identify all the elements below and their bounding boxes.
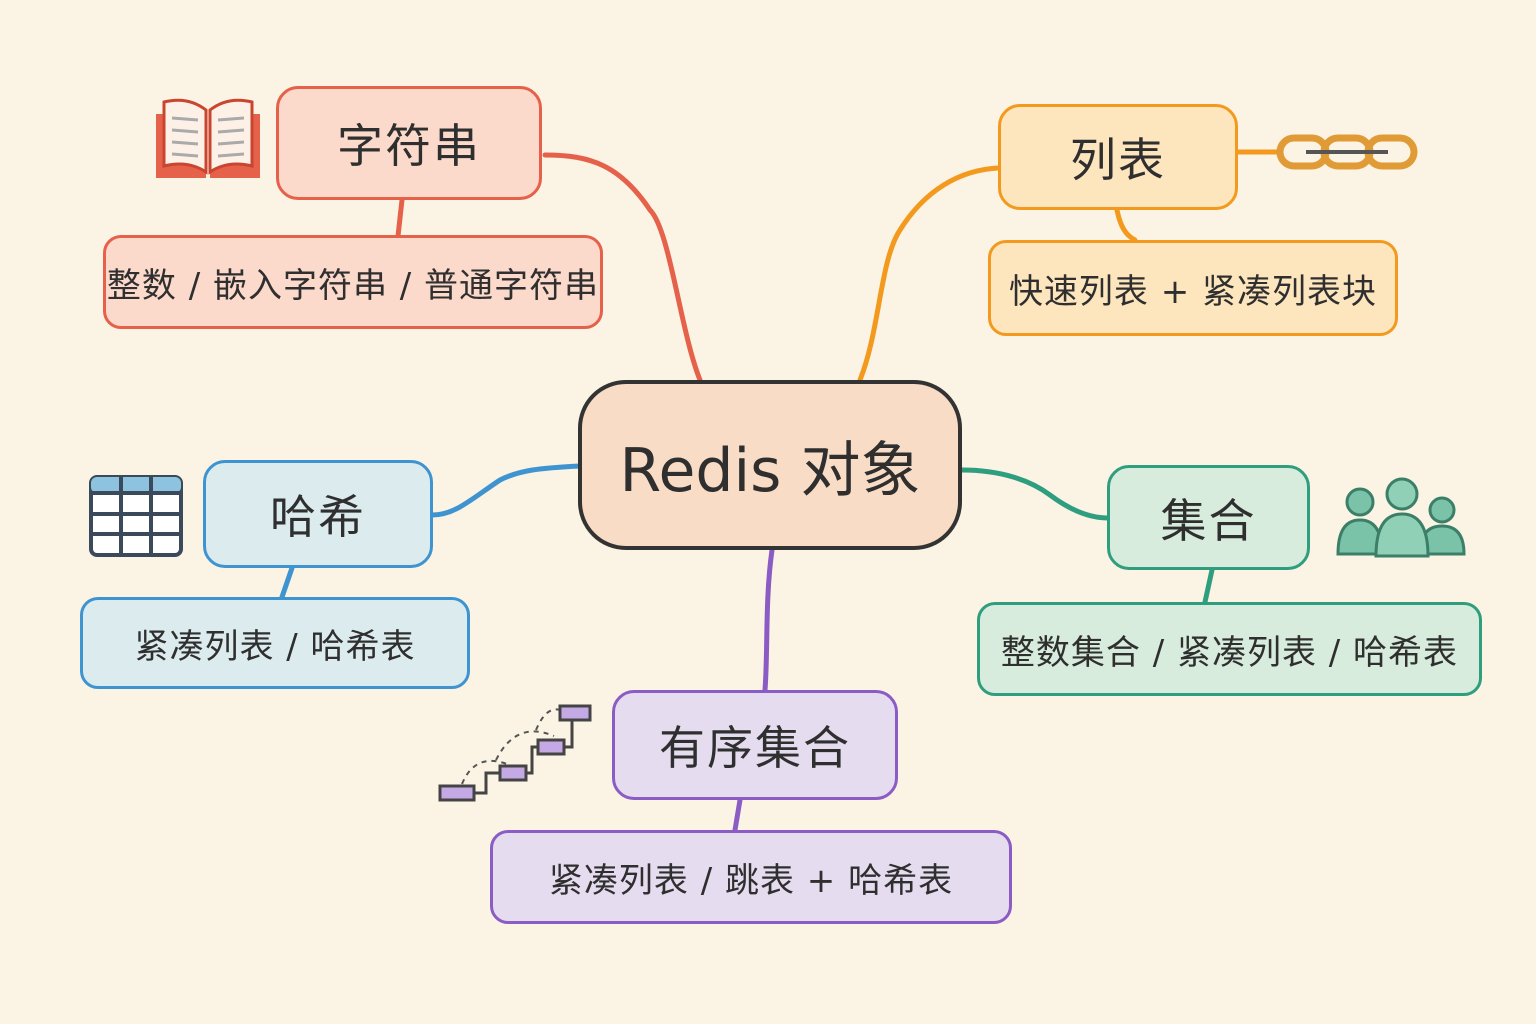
table-icon xyxy=(89,475,183,557)
branch-detail-string: 整数 / 嵌入字符串 / 普通字符串 xyxy=(103,235,603,329)
branch-node-list: 列表 xyxy=(998,104,1238,210)
branch-node-string: 字符串 xyxy=(276,86,542,200)
branch-node-zset: 有序集合 xyxy=(612,690,898,800)
connector-center-hash xyxy=(429,463,583,518)
connector-string-detail xyxy=(395,197,405,239)
branch-detail-hash: 紧凑列表 / 哈希表 xyxy=(80,597,470,689)
connector-center-string xyxy=(542,152,703,383)
center-node-redis-objects: Redis 对象 xyxy=(578,380,962,550)
connector-hash-detail xyxy=(279,565,295,600)
connector-center-zset xyxy=(762,547,775,693)
branch-node-hash: 哈希 xyxy=(203,460,433,568)
connector-set-detail xyxy=(1202,567,1215,605)
book-icon xyxy=(156,98,260,178)
connector-zset-detail xyxy=(732,797,743,833)
people-icon xyxy=(1336,477,1466,558)
connector-center-list xyxy=(857,165,1001,383)
chain-icon xyxy=(1276,134,1418,170)
branch-detail-zset: 紧凑列表 / 跳表 + 哈希表 xyxy=(490,830,1012,924)
branch-node-set: 集合 xyxy=(1107,465,1310,570)
branch-detail-list: 快速列表 + 紧凑列表块 xyxy=(988,240,1398,336)
branch-detail-set: 整数集合 / 紧凑列表 / 哈希表 xyxy=(977,602,1482,696)
connector-center-set xyxy=(959,467,1111,521)
skiplist-icon xyxy=(438,704,592,802)
connector-list-detail xyxy=(1114,207,1138,243)
